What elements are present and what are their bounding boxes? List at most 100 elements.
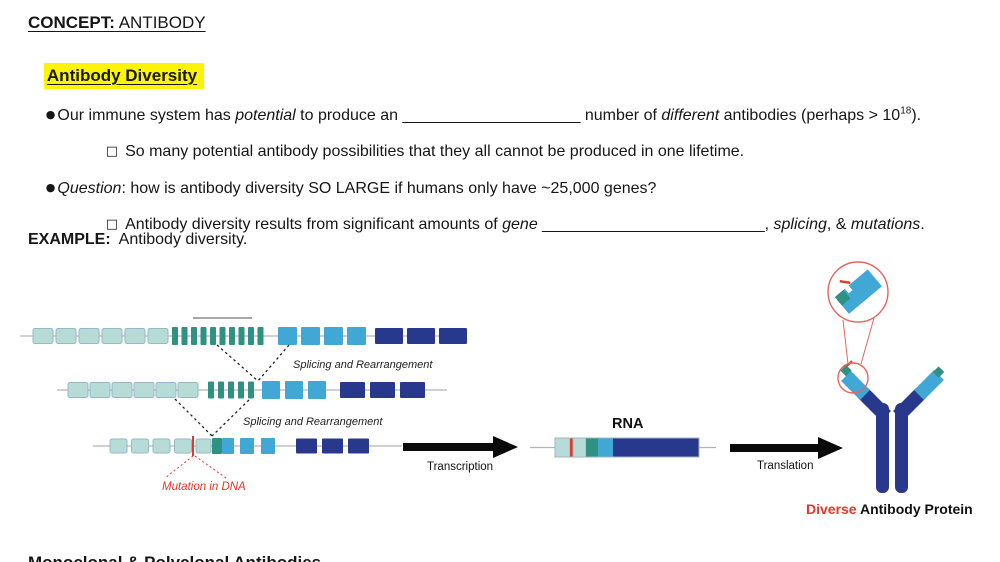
- gene-segment-pale: [152, 438, 171, 454]
- gene-segment-pale: [195, 438, 212, 454]
- gene-segment-teal: [218, 381, 224, 399]
- transcription-arrow: [403, 436, 518, 458]
- gene-segment-teal: [212, 438, 222, 454]
- gene-segment-pale: [133, 382, 155, 398]
- gene-segment-navy: [348, 438, 369, 454]
- arrow-head: [818, 437, 843, 459]
- gene-segment-teal: [181, 327, 188, 345]
- mutation-callout-line: [194, 455, 227, 479]
- gene-segment-teal: [210, 327, 216, 345]
- gene-segment-navy: [370, 382, 395, 398]
- subbullet-lifetime: □ So many potential antibody possibilitie…: [88, 125, 744, 179]
- diverse-antibody-protein-label: Diverse Antibody Protein: [806, 501, 973, 517]
- rna-segment-red: [570, 438, 573, 457]
- mutation-label: Mutation in DNA: [162, 481, 246, 493]
- gene-segment-blue: [262, 381, 280, 399]
- gene-segment-pale: [147, 328, 169, 344]
- gene-segment-navy: [375, 328, 403, 344]
- gene-segment-pale: [55, 328, 77, 344]
- magnified-tip-white: [844, 285, 853, 294]
- rna-segment-pale: [554, 437, 571, 458]
- gene-segment-blue: [285, 381, 303, 399]
- concept-heading: CONCEPT: ANTIBODY: [28, 13, 206, 32]
- gene-segment-pale: [89, 382, 111, 398]
- bullet-text: Question: how is antibody diversity SO L…: [57, 180, 657, 197]
- magnified-tip-segment: [834, 290, 851, 306]
- bullet-marker: ●: [45, 181, 56, 194]
- gene-segment-pale: [32, 328, 54, 344]
- subbullet-gene-splicing: □ Antibody diversity results from signifi…: [88, 198, 925, 252]
- next-section-heading-cutoff: Monoclonal & Polyclonal Antibodies: [28, 553, 321, 562]
- section-title-highlight: Antibody Diversity: [43, 63, 205, 89]
- gene-segment-pale: [177, 382, 199, 398]
- subbullet-text: So many potential antibody possibilities…: [125, 143, 745, 160]
- rna-label: RNA: [612, 416, 644, 432]
- gene-segment-pale: [109, 438, 128, 454]
- gene-segment-navy: [439, 328, 467, 344]
- bullet-text: Our immune system has potential to produ…: [57, 106, 922, 125]
- gene-segment-teal: [219, 327, 226, 345]
- antibody-stem: [876, 403, 889, 493]
- rna-segment-blue: [598, 438, 613, 457]
- diverse-word: Diverse: [806, 501, 857, 517]
- antibody-arm-variable-region: [914, 370, 944, 400]
- right-tip-detail: [932, 366, 945, 378]
- rna-segment-pale: [572, 437, 587, 458]
- magnified-variable-region: [834, 269, 882, 314]
- bullet-marker: ●: [45, 108, 56, 122]
- magnifier-line: [842, 319, 849, 365]
- magnifier-source-circle: [837, 362, 869, 394]
- gene-segment-navy: [296, 438, 317, 454]
- splicing-label-1: Splicing and Rearrangement: [293, 359, 433, 371]
- gene-segment-pale: [131, 438, 149, 454]
- subbullet-text: Antibody diversity results from signific…: [125, 216, 925, 233]
- antibody-arm: [858, 388, 891, 421]
- gene-segment-teal: [257, 327, 264, 345]
- gene-segment-blue: [222, 438, 234, 454]
- arrow-shaft: [730, 444, 818, 452]
- translation-arrow: [730, 437, 843, 459]
- tip-segment: [932, 366, 945, 378]
- gene-segment-pale: [155, 382, 177, 398]
- antibody-arm-variable-region: [841, 371, 870, 400]
- transcription-label: Transcription: [427, 461, 493, 473]
- rna-segment-teal: [586, 438, 598, 457]
- square-bullet-marker: □: [105, 144, 119, 159]
- gene-segment-navy: [400, 382, 425, 398]
- mutation-callout-line: [164, 455, 194, 479]
- magnifier-line: [860, 317, 875, 365]
- antibody-diversity-diagram: Splicing and Rearrangement Splicing and …: [20, 261, 973, 517]
- magnified-tip-red-tick: [839, 279, 851, 285]
- antibody-protein-illustration: [840, 360, 945, 493]
- gene-segment-blue: [261, 438, 275, 454]
- gene-segment-teal: [248, 381, 254, 399]
- gene-segment-navy: [407, 328, 435, 344]
- magnified-tip-block: [834, 269, 882, 314]
- splicing-connector-line: [257, 344, 290, 382]
- antibody-arm: [893, 388, 926, 421]
- gene-segment-teal: [238, 381, 244, 399]
- gene-segment-navy: [340, 382, 365, 398]
- gene-segment-pale: [78, 328, 100, 344]
- antibody-stem: [895, 403, 908, 493]
- gene-segment-blue: [301, 327, 320, 345]
- translation-label: Translation: [757, 460, 813, 472]
- arrow-head: [493, 436, 518, 458]
- arrow-shaft: [403, 443, 493, 451]
- gene-segment-teal: [238, 327, 245, 345]
- gene-segment-pale: [101, 328, 123, 344]
- gene-segment-blue: [324, 327, 343, 345]
- gene-rows: [20, 327, 467, 456]
- antibody-protein-words: Antibody Protein: [857, 501, 973, 517]
- section-title: Antibody Diversity: [25, 46, 205, 106]
- gene-segment-navy: [322, 438, 343, 454]
- gene-segment-teal: [200, 327, 207, 345]
- bullet-question: ●Question: how is antibody diversity SO …: [28, 162, 657, 216]
- square-bullet-marker: □: [105, 217, 119, 232]
- left-tip-detail: [840, 364, 852, 377]
- gene-segment-teal: [191, 327, 197, 345]
- splicing-connector-line: [174, 398, 213, 437]
- example-heading: EXAMPLE: Antibody diversity.: [28, 231, 248, 248]
- gene-segment-teal: [228, 381, 234, 399]
